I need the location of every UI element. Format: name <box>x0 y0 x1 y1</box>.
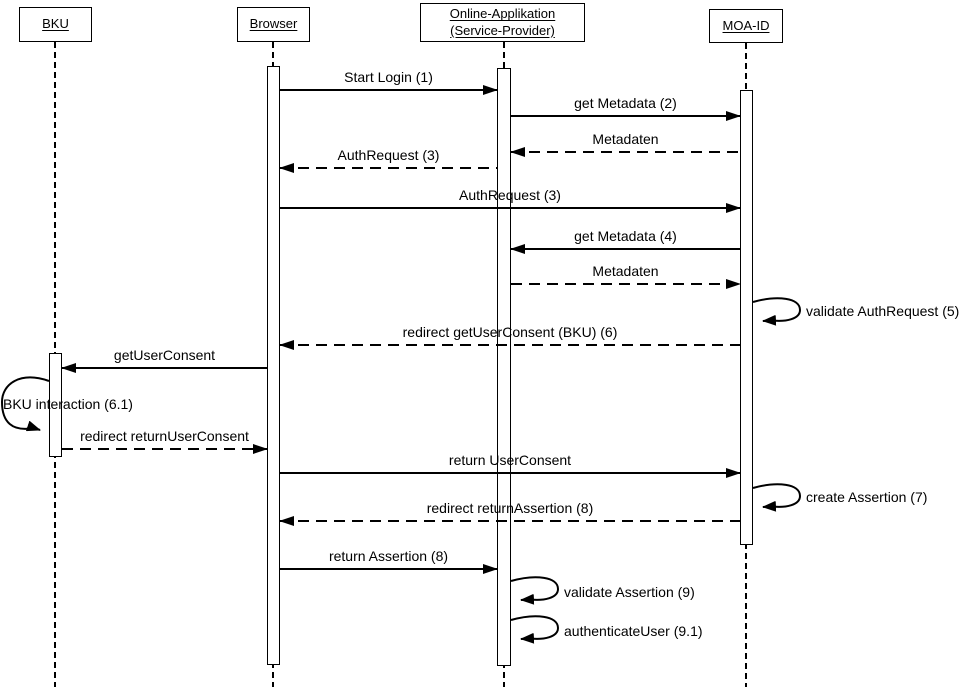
message-label: get Metadata (4) <box>574 228 677 244</box>
message-return-assertion: return Assertion (8) <box>280 548 498 574</box>
arrowhead-left-icon <box>510 244 525 254</box>
message-metadaten-return-2: Metadaten <box>511 263 741 289</box>
arrowhead-left-icon <box>279 516 294 526</box>
self-message-label: validate AuthRequest (5) <box>806 303 960 319</box>
message-get-metadata-2: get Metadata (2) <box>511 95 741 121</box>
message-line <box>280 89 497 91</box>
actor-box-browser: Browser <box>237 7 310 42</box>
self-message-loop-authenticateuser <box>510 615 560 644</box>
self-message-loop-create-assertion <box>752 483 802 512</box>
message-start-login: Start Login (1) <box>280 69 498 95</box>
message-line <box>511 283 740 285</box>
arrowhead-right-icon <box>483 564 498 574</box>
arrowhead-right-icon <box>726 203 741 213</box>
message-line <box>62 367 267 369</box>
message-label: redirect returnUserConsent <box>80 428 249 444</box>
activation-bar-bku <box>49 353 62 457</box>
message-label: return Assertion (8) <box>328 548 449 564</box>
activation-bar-browser <box>267 66 280 665</box>
arrowhead-right-icon <box>726 279 741 289</box>
message-redirect-returnassertion: redirect returnAssertion (8) <box>279 500 740 526</box>
actor-label-bku: BKU <box>42 16 69 32</box>
actor-box-bku: BKU <box>19 7 92 42</box>
arrowhead-right-icon <box>253 444 268 454</box>
message-label: return UserConsent <box>448 452 572 468</box>
arrowhead-left-icon <box>61 363 76 373</box>
message-return-userconsent: return UserConsent <box>280 452 741 478</box>
arrowhead-left-icon <box>510 147 525 157</box>
arrowhead-left-icon <box>279 340 294 350</box>
message-redirect-getuserconsent: redirect getUserConsent (BKU) (6) <box>279 324 740 350</box>
message-label: AuthRequest (3) <box>459 187 561 203</box>
message-line <box>280 167 497 169</box>
actor-box-moaid: MOA-ID <box>709 9 783 43</box>
self-message-label: BKU interaction (6.1) <box>3 396 133 412</box>
arrowhead-right-icon <box>726 111 741 121</box>
message-line <box>511 151 740 153</box>
actor-label-browser: Browser <box>249 16 298 32</box>
message-label: Metadaten <box>592 263 659 279</box>
message-line <box>280 344 740 346</box>
actor-box-sp: Online-Applikation (Service-Provider) <box>420 3 585 42</box>
self-message-loop-validate-authrequest <box>752 297 802 326</box>
self-message-loop-bku-interaction <box>0 376 50 432</box>
self-message-label: validate Assertion (9) <box>564 584 695 600</box>
arrowhead-left-icon <box>279 163 294 173</box>
message-label: redirect returnAssertion (8) <box>426 500 594 516</box>
message-label: getUserConsent <box>113 347 216 363</box>
arrowhead-right-icon <box>483 85 498 95</box>
message-label: get Metadata (2) <box>574 95 677 111</box>
actor-label-moaid: MOA-ID <box>722 17 770 33</box>
activation-bar-sp <box>497 68 511 666</box>
message-redirect-returnuserconsent: redirect returnUserConsent <box>62 428 268 454</box>
message-label: Start Login (1) <box>344 69 433 85</box>
self-message-loop-validate-assertion <box>510 576 560 605</box>
message-authrequest-return: AuthRequest (3) <box>279 147 497 173</box>
message-line <box>280 568 497 570</box>
activation-bar-moaid <box>740 90 753 545</box>
message-get-metadata-4: get Metadata (4) <box>510 228 740 254</box>
message-getuserconsent: getUserConsent <box>61 347 267 373</box>
arrowhead-right-icon <box>726 468 741 478</box>
self-message-label: create Assertion (7) <box>806 489 928 505</box>
message-authrequest-forward: AuthRequest (3) <box>280 187 741 213</box>
message-line <box>511 248 740 250</box>
message-line <box>280 207 740 209</box>
message-line <box>280 520 740 522</box>
message-line <box>62 448 267 450</box>
message-line <box>280 472 740 474</box>
message-label: Metadaten <box>592 131 659 147</box>
message-label: AuthRequest (3) <box>337 147 440 163</box>
message-metadaten-return-1: Metadaten <box>510 131 740 157</box>
self-message-label: authenticateUser (9.1) <box>564 623 703 639</box>
message-label: redirect getUserConsent (BKU) (6) <box>402 324 618 340</box>
actor-label-sp: Online-Applikation (Service-Provider) <box>449 6 556 38</box>
message-line <box>511 115 740 117</box>
